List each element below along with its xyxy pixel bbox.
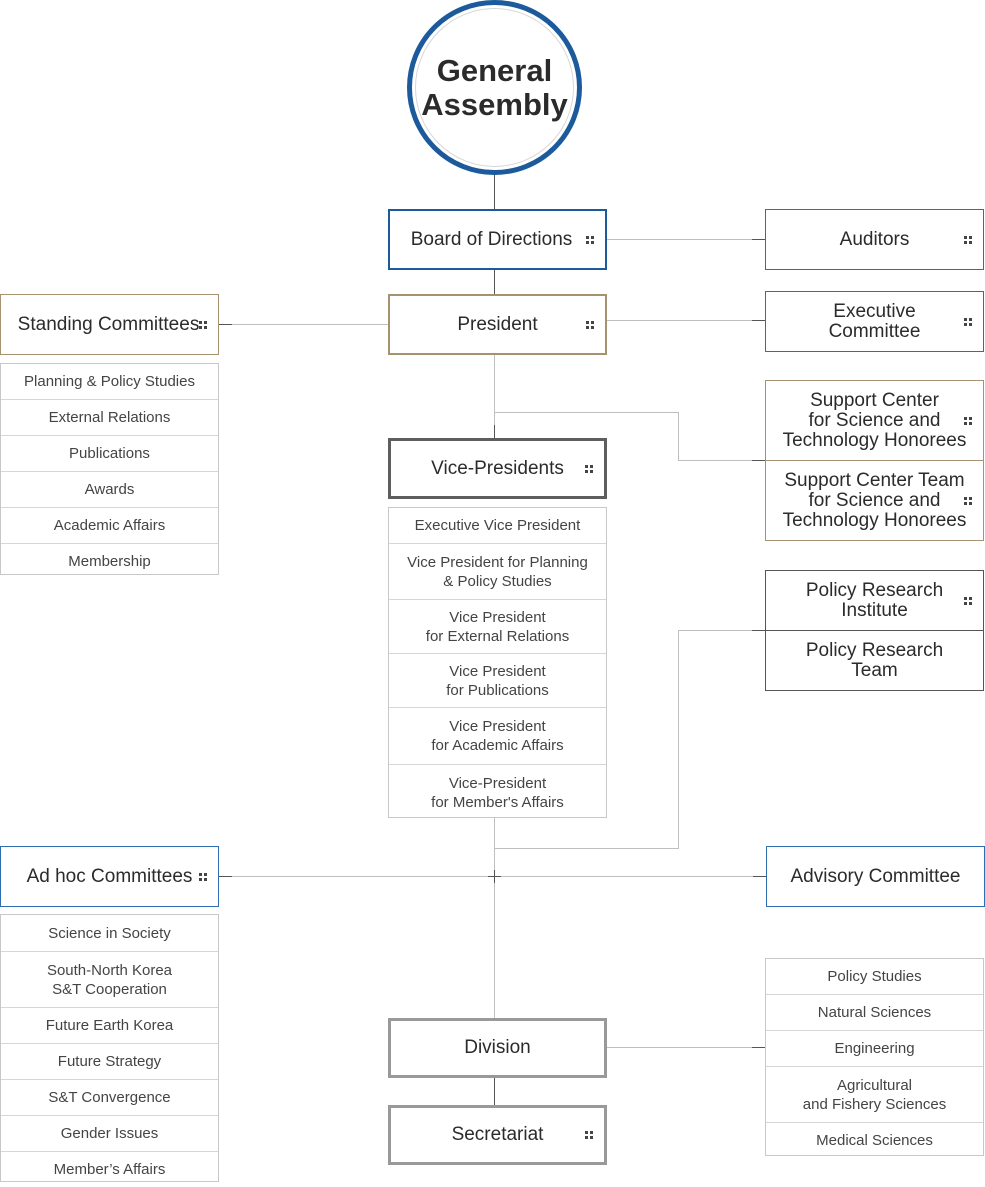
list-item: Vice President for Publications [389, 653, 606, 707]
list-item: South-North Korea S&T Cooperation [1, 951, 218, 1007]
more-grid-icon [199, 872, 207, 881]
connector-line [678, 630, 765, 631]
list-item: Agricultural and Fishery Sciences [766, 1066, 983, 1122]
secretariat-box[interactable]: Secretariat [388, 1105, 607, 1165]
connector-line [607, 320, 765, 321]
ad-hoc-committees-box[interactable]: Ad hoc Committees [0, 846, 219, 907]
support-center-team-label: Support Center Team for Science and Tech… [782, 469, 967, 531]
standing-committees-box[interactable]: Standing Committees [0, 294, 219, 355]
list-item: Member’s Affairs [1, 1151, 218, 1187]
policy-research-institute-label: Policy Research Institute [805, 579, 944, 621]
list-item: Policy Studies [827, 968, 922, 985]
connector-line [678, 460, 765, 461]
board-of-directions-box[interactable]: Board of Directions [388, 209, 607, 270]
list-item: Engineering [766, 1030, 983, 1066]
list-item: Gender Issues [1, 1115, 218, 1151]
more-grid-icon [964, 317, 972, 326]
connector-line [219, 876, 232, 877]
list-item: Executive Vice President [414, 517, 581, 534]
more-grid-icon [199, 320, 207, 329]
connector-line [219, 324, 388, 325]
connector-line [607, 239, 765, 240]
support-center-box[interactable]: Support Center for Science and Technolog… [765, 380, 984, 461]
advisory-committee-box[interactable]: Advisory Committee [766, 846, 985, 907]
president-label: President [457, 313, 538, 335]
list-item: Membership [1, 543, 218, 579]
standing-committees-list: Planning & Policy Studies External Relat… [0, 363, 219, 575]
connector-line [494, 412, 679, 413]
connector-line [494, 848, 679, 849]
list-item: Vice President for Academic Affairs [389, 707, 606, 764]
list-item: Vice President for Planning & Policy Stu… [389, 543, 606, 599]
executive-committee-label: Executive Committee [828, 300, 921, 342]
list-item: Awards [1, 471, 218, 507]
more-grid-icon [964, 496, 972, 505]
connector-line [678, 412, 679, 460]
list-item: Science in Society [48, 924, 171, 942]
connector-line [752, 630, 765, 631]
connector-line [752, 460, 765, 461]
connector-line [219, 324, 232, 325]
general-assembly-label: General Assembly [421, 52, 568, 122]
auditors-box[interactable]: Auditors [765, 209, 984, 270]
connector-line [494, 870, 495, 883]
support-center-label: Support Center for Science and Technolog… [782, 389, 967, 451]
connector-line [494, 355, 495, 425]
more-grid-icon [586, 320, 594, 329]
more-grid-icon [585, 464, 593, 473]
support-center-team-box[interactable]: Support Center Team for Science and Tech… [765, 460, 984, 541]
connector-line [494, 270, 495, 294]
connector-line [494, 818, 495, 1018]
more-grid-icon [585, 1131, 593, 1139]
more-grid-icon [964, 235, 972, 244]
list-item: Vice-President for Member's Affairs [389, 764, 606, 820]
list-item: Medical Sciences [766, 1122, 983, 1158]
vice-presidents-list: Executive Vice President Vice President … [388, 507, 607, 818]
president-box[interactable]: President [388, 294, 607, 355]
ad-hoc-committees-label: Ad hoc Committees [26, 865, 193, 887]
connector-line [494, 425, 495, 438]
board-of-directions-label: Board of Directions [410, 228, 573, 250]
division-box[interactable]: Division [388, 1018, 607, 1078]
more-grid-icon [964, 416, 972, 425]
list-item: Planning & Policy Studies [24, 373, 195, 390]
vice-presidents-label: Vice-Presidents [431, 457, 564, 479]
list-item: S&T Convergence [1, 1079, 218, 1115]
policy-research-team-label: Policy Research Team [805, 639, 944, 681]
division-label: Division [464, 1037, 531, 1058]
more-grid-icon [964, 596, 972, 605]
connector-line [607, 1047, 765, 1048]
list-item: Vice President for External Relations [389, 599, 606, 653]
policy-research-team-box[interactable]: Policy Research Team [765, 630, 984, 691]
list-item: Future Strategy [1, 1043, 218, 1079]
list-item: External Relations [1, 399, 218, 435]
advisory-committee-label: Advisory Committee [790, 865, 961, 887]
secretariat-label: Secretariat [451, 1124, 544, 1145]
connector-line [752, 320, 765, 321]
executive-committee-box[interactable]: Executive Committee [765, 291, 984, 352]
connector-line [494, 1078, 495, 1105]
auditors-label: Auditors [839, 228, 910, 250]
policy-research-institute-box[interactable]: Policy Research Institute [765, 570, 984, 631]
connector-line [753, 876, 766, 877]
connector-line [752, 1047, 765, 1048]
division-list: Policy Studies Natural Sciences Engineer… [765, 958, 984, 1156]
ad-hoc-committees-list: Science in Society South-North Korea S&T… [0, 914, 219, 1182]
general-assembly-inner-ring: General Assembly [415, 8, 574, 167]
more-grid-icon [586, 235, 594, 244]
list-item: Academic Affairs [1, 507, 218, 543]
general-assembly-node[interactable]: General Assembly [407, 0, 582, 175]
connector-line [752, 239, 765, 240]
vice-presidents-box[interactable]: Vice-Presidents [388, 438, 607, 499]
connector-line [678, 630, 679, 849]
connector-line [494, 175, 495, 209]
list-item: Publications [1, 435, 218, 471]
list-item: Future Earth Korea [1, 1007, 218, 1043]
list-item: Natural Sciences [766, 994, 983, 1030]
standing-committees-label: Standing Committees [17, 313, 200, 335]
